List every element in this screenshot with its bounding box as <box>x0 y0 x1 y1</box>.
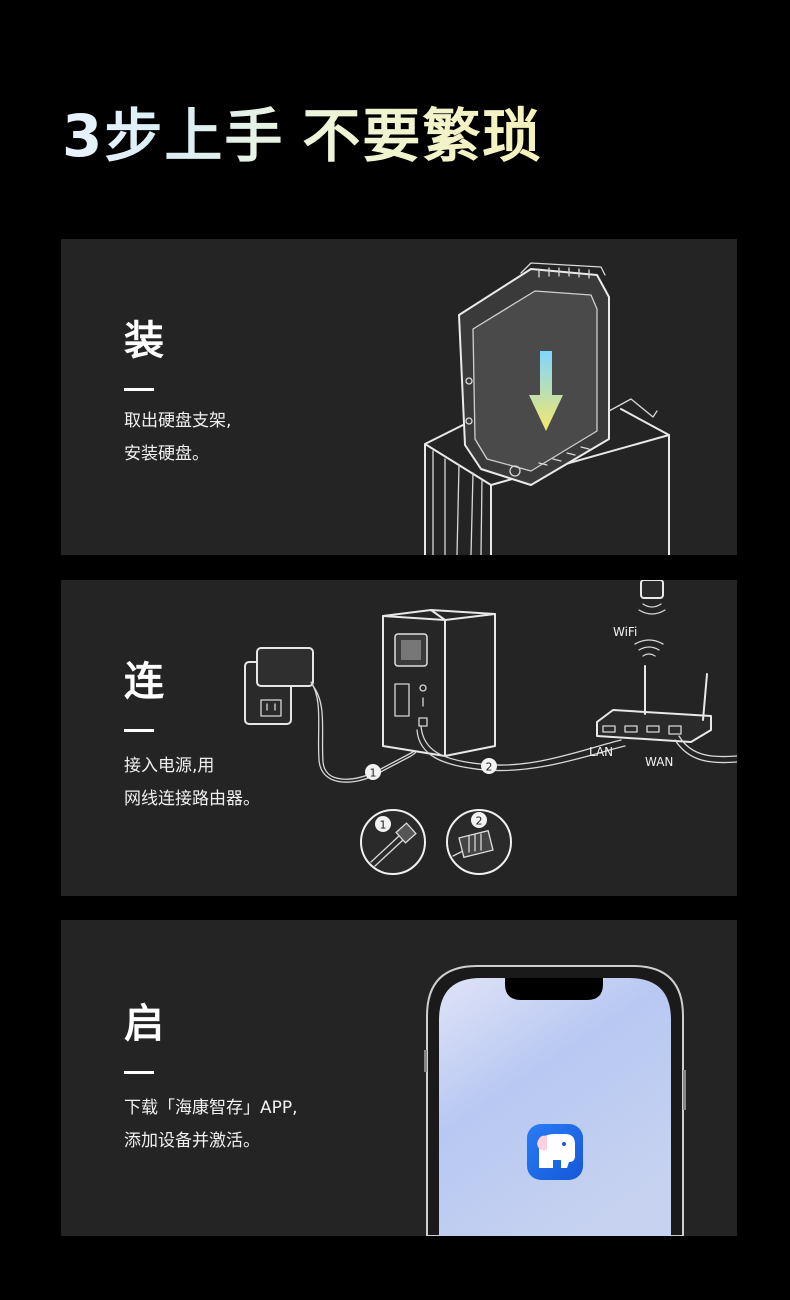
step-title-install: 装 <box>124 318 164 364</box>
connection-illustration: WiFi LAN WAN 1 2 1 2 <box>244 580 737 875</box>
step-card-install: 装 取出硬盘支架, 安装硬盘。 <box>61 239 737 555</box>
step-description-connect: 接入电源,用 网线连接路由器。 <box>124 750 260 816</box>
step-title-start: 启 <box>124 1001 164 1047</box>
hard-drive-icon <box>458 262 610 486</box>
headline-part-1: 3步上手 <box>62 102 285 170</box>
marker-2: 2 <box>486 761 493 774</box>
power-outlet-icon <box>244 647 314 725</box>
lan-label: LAN <box>589 745 613 759</box>
phone-icon <box>424 965 686 1236</box>
step-card-connect: 连 接入电源,用 网线连接路由器。 <box>61 580 737 896</box>
step-card-start: 启 下载「海康智存」APP, 添加设备并激活。 <box>61 920 737 1236</box>
step-title-connect: 连 <box>124 659 164 705</box>
desc-line: 取出硬盘支架, <box>124 411 232 431</box>
desc-line: 添加设备并激活。 <box>124 1131 260 1151</box>
elephant-app-icon <box>527 1124 583 1180</box>
step-divider <box>124 1071 154 1074</box>
ethernet-plug-icon: 2 <box>446 809 512 875</box>
page-headline: 3步上手不要繁琐 <box>62 100 542 172</box>
step-description-start: 下载「海康智存」APP, 添加设备并激活。 <box>124 1092 298 1158</box>
headline-part-2: 不要繁琐 <box>302 102 543 170</box>
desc-line: 安装硬盘。 <box>124 444 209 464</box>
wifi-icon <box>634 580 666 657</box>
nas-device-icon <box>424 398 670 555</box>
marker-1: 1 <box>380 819 387 832</box>
drive-install-illustration <box>424 262 670 555</box>
marker-1: 1 <box>370 767 377 780</box>
wan-label: WAN <box>645 755 673 769</box>
phone-illustration <box>424 965 686 1236</box>
desc-line: 下载「海康智存」APP, <box>124 1098 298 1118</box>
step-divider <box>124 729 154 732</box>
power-plug-icon: 1 <box>360 809 426 875</box>
step-description-install: 取出硬盘支架, 安装硬盘。 <box>124 405 231 471</box>
wifi-label: WiFi <box>613 625 637 639</box>
step-divider <box>124 388 154 391</box>
router-icon <box>596 665 712 743</box>
marker-2: 2 <box>476 815 483 828</box>
nas-device-icon <box>382 609 496 757</box>
desc-line: 网线连接路由器。 <box>124 789 260 809</box>
down-arrow-icon <box>529 351 563 431</box>
desc-line: 接入电源,用 <box>124 756 215 776</box>
